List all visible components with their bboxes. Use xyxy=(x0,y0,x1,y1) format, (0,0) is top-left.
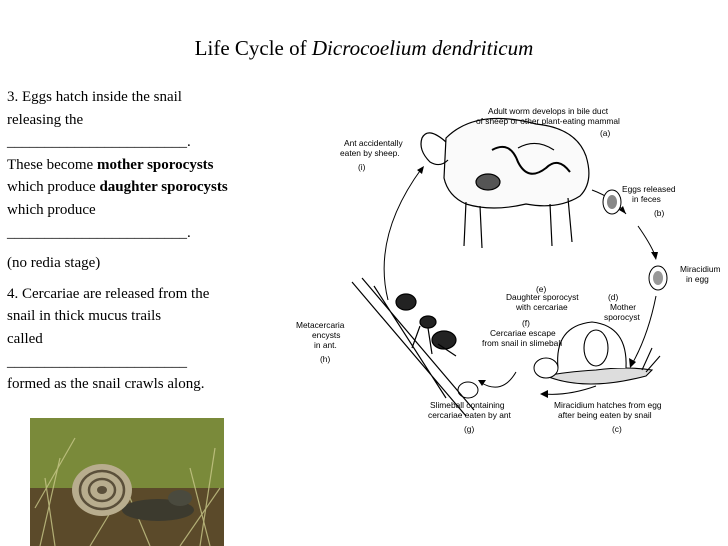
label-slime-2: cercariae eaten by ant xyxy=(428,410,512,420)
label-meta-3: in ant. xyxy=(314,340,337,350)
note-line: releasing the xyxy=(7,111,84,128)
label-f: (f) xyxy=(522,318,530,328)
label-escape-1: Cercariae escape xyxy=(490,328,556,338)
snail-illustration xyxy=(544,321,661,385)
label-daughter-1: Daughter sporocyst xyxy=(506,292,579,302)
label-a: (a) xyxy=(600,128,610,138)
label-adult-1: Adult worm develops in bile duct xyxy=(488,106,609,116)
slimeball-small-illustration xyxy=(457,381,479,399)
note-line: formed as the snail crawls along. xyxy=(7,376,205,393)
note-text: which produce xyxy=(7,179,100,196)
fill-blank: ________________________. xyxy=(7,224,191,241)
note-line: which produce daughter sporocysts xyxy=(7,176,297,199)
label-mira-2: in egg xyxy=(686,274,709,284)
ant-illustration xyxy=(351,277,475,417)
label-g: (g) xyxy=(464,424,474,434)
life-cycle-diagram: Adult worm develops in bile duct of shee… xyxy=(296,106,721,434)
title-species: Dicrocoelium dendriticum xyxy=(311,36,534,60)
note-line: 4. Cercariae are released from the xyxy=(7,285,210,302)
note-bold: daughter sporocysts xyxy=(99,179,228,196)
page-title: Life Cycle of Dicrocoelium dendriticum xyxy=(0,36,728,61)
label-c: (c) xyxy=(612,424,622,434)
label-eggs-1: Eggs released xyxy=(622,184,676,194)
label-ant-eaten-1: Ant accidentally xyxy=(344,138,403,148)
sheep-illustration xyxy=(420,117,590,249)
arrowhead-icon xyxy=(619,206,626,214)
label-adult-2: of sheep or other plant-eating mammal xyxy=(476,116,620,126)
arrow-slimeball-to-ant xyxy=(479,371,517,388)
label-daughter-2: with cercariae xyxy=(515,302,568,312)
note-line: snail in thick mucus trails xyxy=(7,308,162,325)
label-i: (i) xyxy=(358,162,366,172)
label-meta-2: encysts xyxy=(312,330,340,340)
note-text: These become xyxy=(7,156,97,173)
arrowhead-icon xyxy=(651,252,658,260)
arrowhead-icon xyxy=(629,358,636,368)
arrowhead-icon xyxy=(417,166,424,174)
arrowhead-icon xyxy=(478,380,486,386)
arrow-ant-to-sheep xyxy=(383,167,423,301)
slimeball-illustration xyxy=(533,357,559,379)
label-mother-1: Mother xyxy=(610,302,636,312)
title-plain: Life Cycle of xyxy=(194,36,312,60)
note-line: called xyxy=(7,330,43,347)
label-slime-1: Slimeball containing xyxy=(430,400,505,410)
label-mother-2: sporocyst xyxy=(604,312,641,322)
label-b: (b) xyxy=(654,208,664,218)
fill-blank: ________________________ xyxy=(7,353,187,370)
label-ant-eaten-2: eaten by sheep. xyxy=(340,148,400,158)
arrow-miracidium-to-snail xyxy=(631,295,657,365)
label-eggs-2: in feces xyxy=(632,194,661,204)
note-line: which produce xyxy=(7,201,96,218)
arrowhead-icon xyxy=(540,390,548,398)
label-d: (d) xyxy=(608,292,618,302)
note-line: These become mother sporocysts xyxy=(7,154,297,177)
notes-text: 3. Eggs hatch inside the snail releasing… xyxy=(7,86,297,396)
label-meta-1: Metacercaria xyxy=(296,320,345,330)
label-mira-1: Miracidium xyxy=(680,264,721,274)
arrow-snail-to-slimeball xyxy=(543,385,597,395)
fill-blank: ________________________. xyxy=(7,134,191,151)
label-h: (h) xyxy=(320,354,330,364)
note-bold: mother sporocysts xyxy=(96,156,214,173)
note-line: 3. Eggs hatch inside the snail xyxy=(7,89,182,105)
snail-photo xyxy=(30,418,224,546)
label-hatch-1: Miracidium hatches from egg xyxy=(554,400,662,410)
label-e: (e) xyxy=(536,284,546,294)
label-hatch-2: after being eaten by snail xyxy=(558,410,652,420)
label-escape-2: from snail in slimeball xyxy=(482,338,562,348)
note-line: (no redia stage) xyxy=(7,255,101,272)
